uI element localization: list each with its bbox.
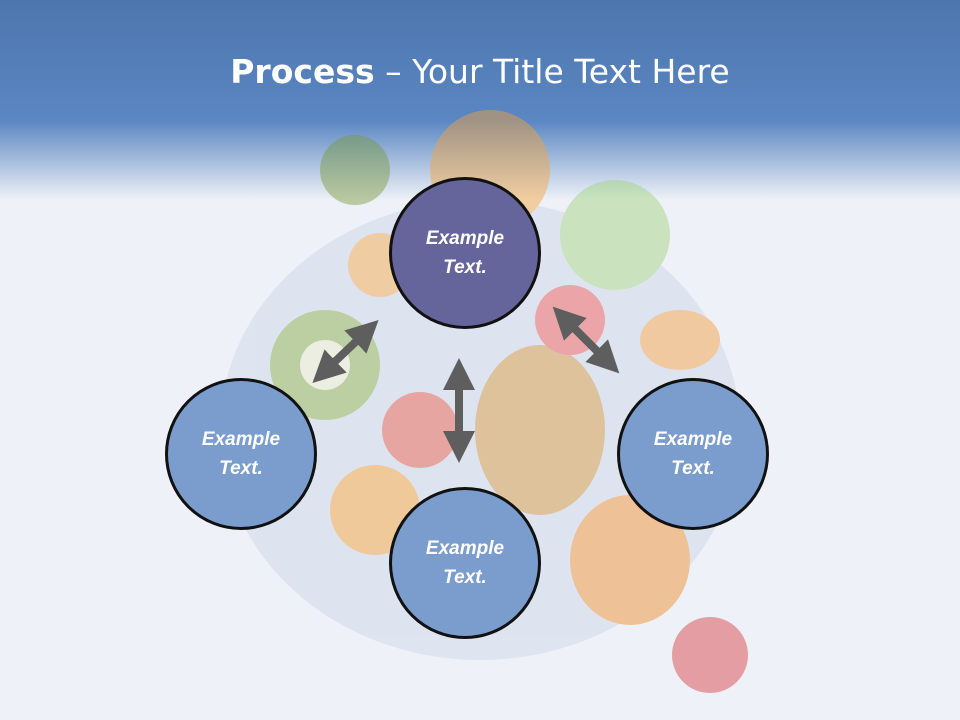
title-bold: Process — [230, 52, 375, 91]
title-rest: – Your Title Text Here — [374, 52, 730, 91]
node-top: Example Text. — [389, 177, 541, 329]
node-left: Example Text. — [165, 378, 317, 530]
slide-title: Process – Your Title Text Here — [0, 52, 960, 91]
arrow-top-right — [552, 306, 620, 374]
node-right: Example Text. — [617, 378, 769, 530]
arrow-top-left — [312, 319, 379, 384]
title-banner — [0, 0, 960, 200]
node-bottom: Example Text. — [389, 487, 541, 639]
